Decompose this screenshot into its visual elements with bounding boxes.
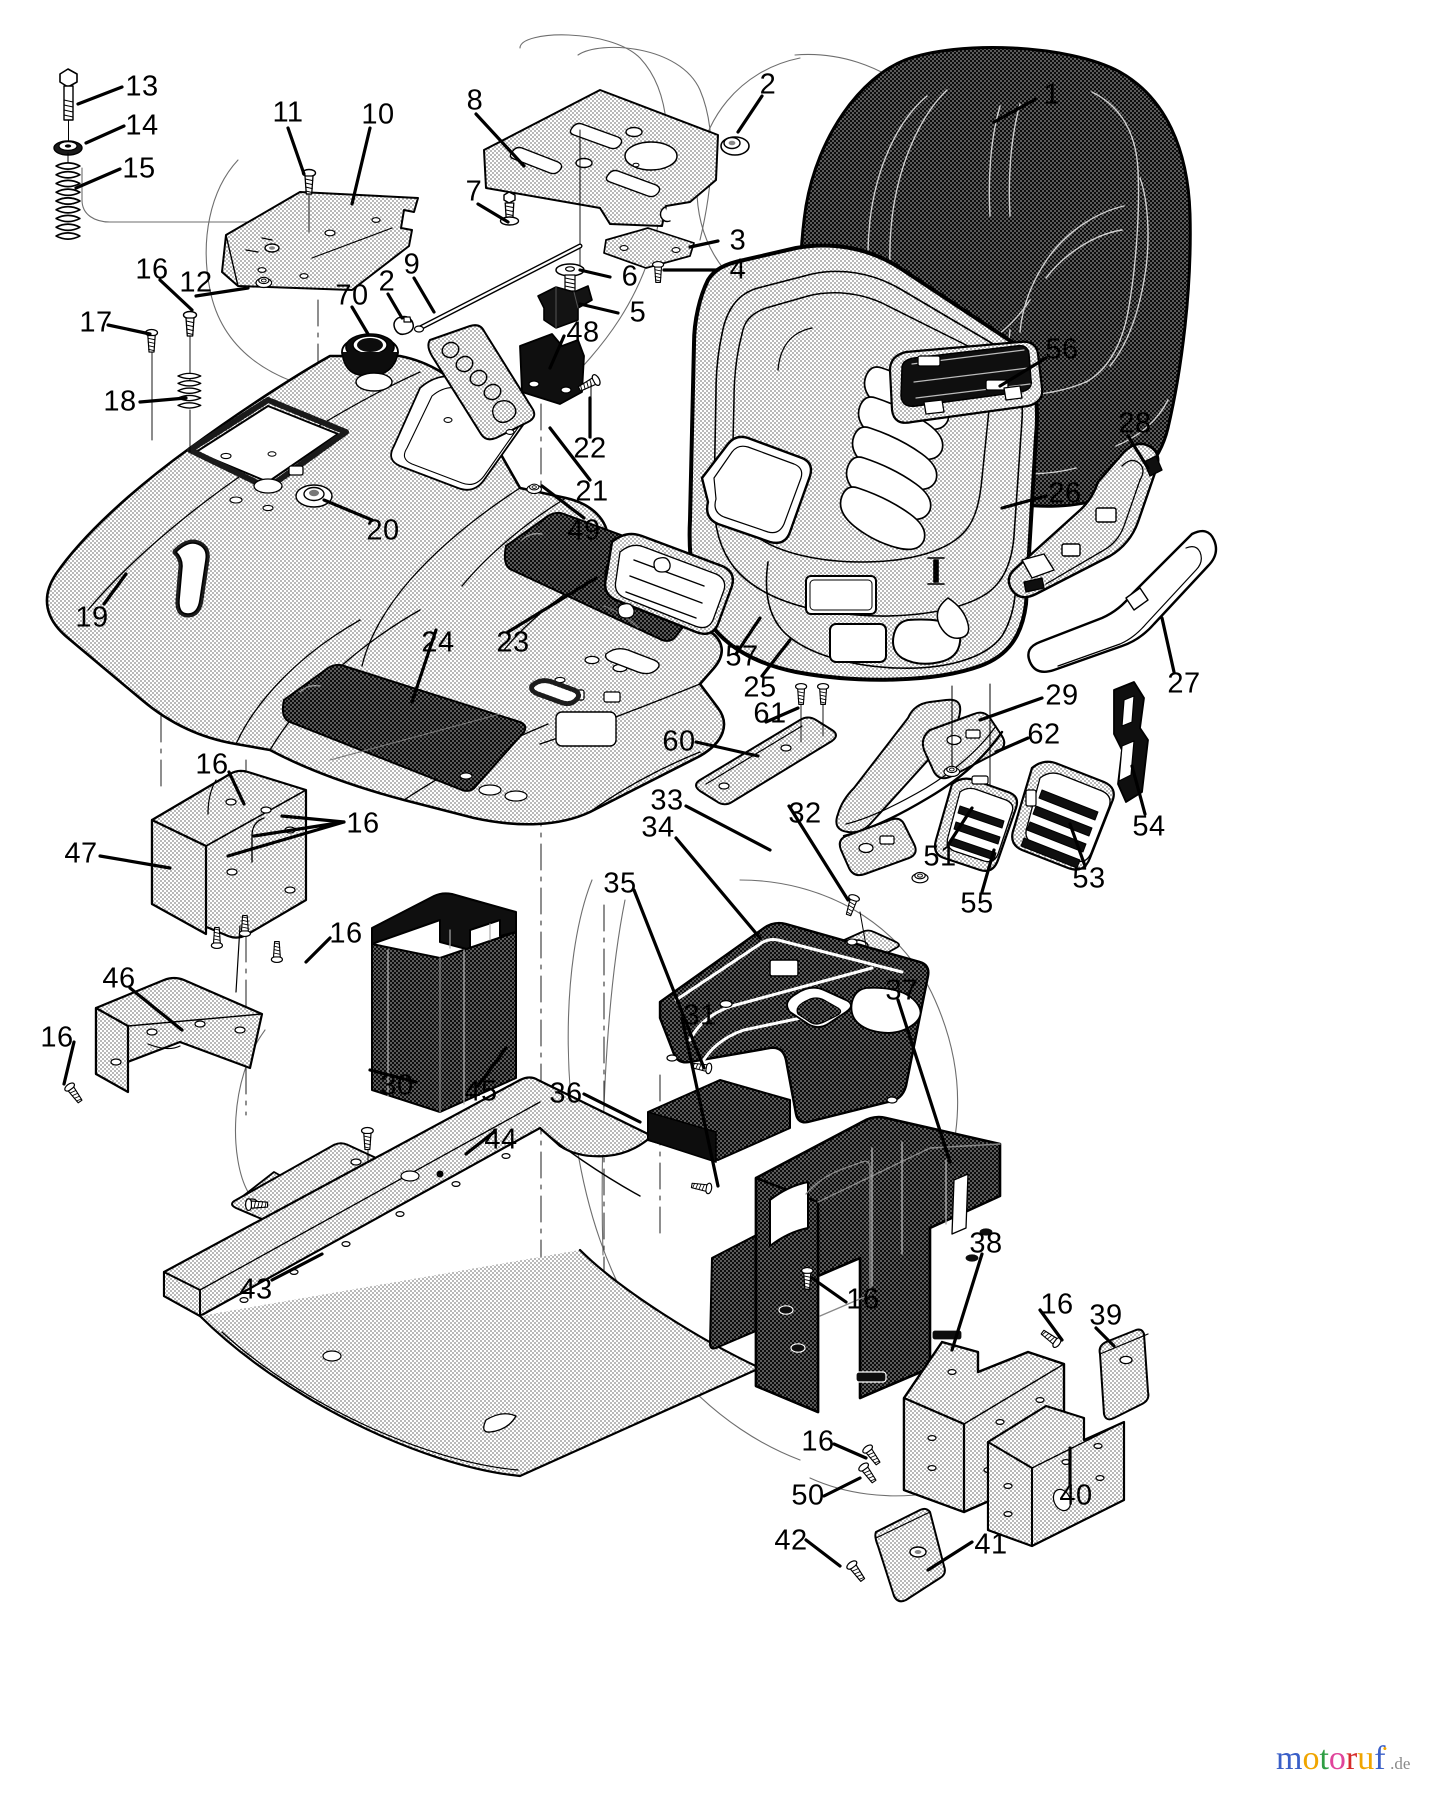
callout-22: 22	[573, 432, 607, 465]
callout-50: 50	[791, 1479, 825, 1512]
callout-34: 34	[641, 811, 675, 844]
logo-letter-o2: o	[1328, 1740, 1346, 1777]
callout-46: 46	[102, 962, 136, 995]
callout-14: 14	[125, 109, 159, 142]
callout-2a: 2	[759, 68, 777, 101]
callout-36: 36	[549, 1077, 583, 1110]
callout-56: 56	[1045, 333, 1079, 366]
callout-55: 55	[960, 887, 994, 920]
callout-54: 54	[1132, 810, 1166, 843]
callout-6: 6	[621, 260, 639, 293]
callout-48: 48	[566, 316, 600, 349]
callout-57: 57	[725, 640, 759, 673]
callout-15: 15	[122, 152, 156, 185]
callout-40: 40	[1059, 1479, 1093, 1512]
callout-39: 39	[1089, 1299, 1123, 1332]
callout-5: 5	[629, 296, 647, 329]
callout-8: 8	[466, 84, 484, 117]
callout-32: 32	[788, 797, 822, 830]
logo-letter-f: f	[1374, 1740, 1386, 1777]
callout-16e: 16	[40, 1021, 74, 1054]
callout-41: 41	[974, 1528, 1008, 1561]
callout-17: 17	[79, 306, 113, 339]
callout-7: 7	[465, 175, 483, 208]
callout-60: 60	[662, 725, 696, 758]
logo-dot-icon: •	[1382, 1741, 1388, 1756]
callout-16b: 16	[195, 748, 229, 781]
callout-35: 35	[603, 867, 637, 900]
callout-11: 11	[272, 96, 304, 129]
motoruf-logo[interactable]: motoruf•.de	[1276, 1742, 1410, 1776]
callout-4: 4	[729, 253, 747, 286]
callout-20: 20	[366, 514, 400, 547]
callout-13: 13	[125, 70, 159, 103]
logo-letter-o1: o	[1302, 1740, 1320, 1777]
callout-29: 29	[1045, 679, 1079, 712]
callout-18: 18	[103, 385, 137, 418]
callout-44: 44	[484, 1123, 518, 1156]
callout-24: 24	[421, 626, 455, 659]
callout-16a: 16	[135, 253, 169, 286]
callout-16g: 16	[801, 1425, 835, 1458]
callout-10: 10	[361, 98, 395, 131]
callout-33: 33	[650, 784, 684, 817]
callout-42: 42	[774, 1524, 808, 1557]
logo-letter-u: u	[1357, 1740, 1375, 1777]
callout-37: 37	[885, 974, 919, 1007]
callout-30: 30	[380, 1069, 414, 1102]
callout-61: 61	[753, 697, 787, 730]
callout-70: 70	[335, 279, 369, 312]
callout-19: 19	[75, 601, 109, 634]
callout-47: 47	[64, 837, 98, 870]
callout-62: 62	[1027, 718, 1061, 751]
callout-27: 27	[1167, 667, 1201, 700]
callout-21: 21	[575, 475, 609, 508]
callout-12: 12	[179, 266, 213, 299]
callout-16f: 16	[846, 1283, 880, 1316]
logo-letter-m: m	[1276, 1740, 1303, 1777]
callout-23: 23	[496, 626, 530, 659]
callout-16h: 16	[1040, 1288, 1074, 1321]
callout-43: 43	[239, 1273, 273, 1306]
callout-9: 9	[403, 248, 421, 281]
logo-suffix: .de	[1390, 1754, 1411, 1773]
callout-49: 49	[567, 514, 601, 547]
callout-26: 26	[1048, 477, 1082, 510]
logo-letter-t: t	[1319, 1740, 1329, 1777]
callout-53: 53	[1072, 862, 1106, 895]
logo-letter-r: r	[1345, 1740, 1358, 1777]
callout-16d: 16	[329, 917, 363, 950]
callout-31: 31	[683, 999, 717, 1032]
callout-28: 28	[1118, 407, 1152, 440]
callout-2b: 2	[378, 265, 396, 298]
callout-16c: 16	[346, 807, 380, 840]
callout-3: 3	[729, 224, 747, 257]
callout-38: 38	[969, 1227, 1003, 1260]
callout-1: 1	[1043, 78, 1061, 111]
callout-45: 45	[464, 1075, 498, 1108]
callout-25: 25	[743, 671, 777, 704]
callout-51: 51	[923, 840, 957, 873]
